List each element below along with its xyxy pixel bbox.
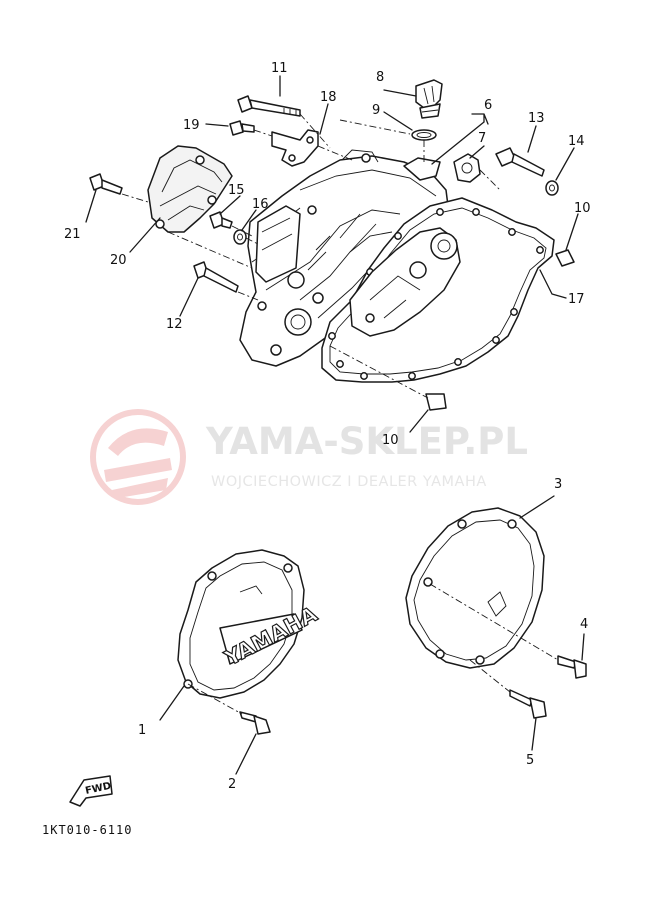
- callout-18: 18: [320, 90, 337, 105]
- dowel-10-upper: [555, 249, 575, 267]
- diagram-code: 1KT010-6110: [42, 823, 132, 837]
- bolt-5: [509, 689, 547, 719]
- callout-10b: 10: [382, 433, 399, 448]
- cover-20: [147, 145, 233, 233]
- oring-9: [411, 129, 437, 141]
- bolt-21: [89, 173, 123, 195]
- callout-13: 13: [528, 111, 545, 126]
- callout-21: 21: [64, 227, 81, 242]
- callout-8: 8: [376, 70, 384, 85]
- bolt-19: [229, 120, 255, 136]
- bolt-4: [557, 655, 587, 679]
- washer-14: [545, 180, 559, 196]
- callout-7: 7: [478, 131, 486, 146]
- bracket-18: [271, 129, 319, 167]
- callout-15: 15: [228, 183, 245, 198]
- bolt-11: [237, 95, 301, 117]
- bolt-13: [495, 147, 545, 177]
- fwd-label: FWD: [84, 781, 112, 797]
- bolt-2: [239, 711, 271, 735]
- callout-17: 17: [568, 292, 585, 307]
- callout-16: 16: [252, 197, 269, 212]
- callout-11: 11: [271, 61, 288, 76]
- crankcase-inner: [349, 227, 461, 337]
- watermark-subtitle: WOJCIECHOWICZ I DEALER YAMAHA: [211, 474, 487, 490]
- callout-20: 20: [110, 253, 127, 268]
- callout-19: 19: [183, 118, 200, 133]
- cover-3: [405, 507, 545, 669]
- callout-3: 3: [554, 477, 562, 492]
- callout-4: 4: [580, 617, 588, 632]
- washer-16: [233, 229, 247, 245]
- plug-8: [415, 79, 443, 119]
- cover-1: YAMAHA: [177, 549, 322, 699]
- callout-12: 12: [166, 317, 183, 332]
- callout-10a: 10: [574, 201, 591, 216]
- watermark-title: YAMA-SKLEP.PL: [205, 420, 528, 463]
- callout-9: 9: [372, 103, 380, 118]
- callout-6: 6: [484, 98, 492, 113]
- watermark: YAMA-SKLEP.PL WOJCIECHOWICZ I DEALER YAM…: [90, 409, 528, 505]
- dowel-10-lower: [425, 393, 447, 411]
- callout-5: 5: [526, 753, 534, 768]
- callout-14: 14: [568, 134, 585, 149]
- bolt-15: [209, 211, 233, 229]
- crankcase: [239, 149, 449, 367]
- gauge-7: [453, 153, 481, 183]
- callout-2: 2: [228, 777, 236, 792]
- bolt-12: [193, 261, 239, 293]
- leader-lines: [85, 75, 585, 775]
- fwd-arrow: FWD: [69, 775, 113, 807]
- callout-1: 1: [138, 723, 146, 738]
- assembly-lines: [121, 113, 559, 715]
- watermark-logo: [90, 409, 186, 505]
- callouts: 11 18 19 8 9 6 7 13 14 10 17 21 20 15 16…: [64, 61, 591, 792]
